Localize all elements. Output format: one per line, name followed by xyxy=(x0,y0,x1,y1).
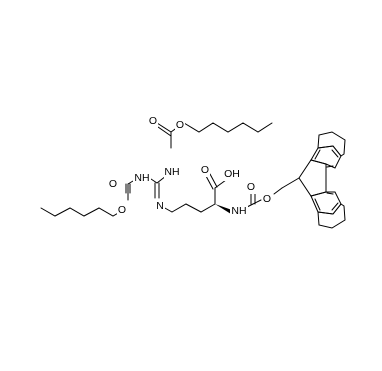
atom-label-hex-top-O: O xyxy=(176,119,184,131)
bond-carboxyl-O-1 xyxy=(205,175,214,190)
bond-fmoc-C-O xyxy=(252,199,262,205)
atom-label-fmoc-ester-O: O xyxy=(263,193,271,205)
fluorene-lower-ring xyxy=(310,191,342,215)
atom-label-fmoc-carbonyl-O: O xyxy=(247,181,255,193)
upper-ring-double-2 xyxy=(331,149,339,158)
atom-label-acid-O: O xyxy=(201,164,209,176)
bond-co-top-1 xyxy=(156,122,172,133)
bond-guan-NH-left xyxy=(150,178,158,184)
fluorene-five-ring xyxy=(298,159,327,197)
atom-label-guanidine-NH-top: NH xyxy=(164,166,179,178)
bond-co-top-2 xyxy=(157,126,172,137)
lower-ring-double-2 xyxy=(331,202,339,211)
atom-label-guanidine-NH-left: NH xyxy=(134,172,149,184)
lower-ring-double-1 xyxy=(314,198,321,211)
atom-label-hex-left-O: O xyxy=(118,204,126,216)
fluorene-upper-outer xyxy=(317,131,346,157)
wedge-alpha-NH xyxy=(215,204,232,214)
hexyl-chain-top xyxy=(183,122,273,133)
atom-labels: O O NH NH O O N OH O O O NH xyxy=(108,115,272,218)
bond-NH-left-carbonyl xyxy=(127,180,134,185)
bond-fmoc-O-CH2 xyxy=(273,187,283,195)
atom-label-acid-OH: OH xyxy=(224,168,240,180)
bond-CH2-C9 xyxy=(281,177,300,189)
atom-label-alpha-NH: NH xyxy=(231,205,246,217)
fluorene-lower-outer xyxy=(317,203,346,229)
bond-carboxyl-O-2 xyxy=(209,173,218,188)
lower-ring-double-3 xyxy=(326,192,334,195)
atom-label-imine-N: N xyxy=(156,200,164,212)
upper-ring-double-1 xyxy=(314,149,321,160)
bonds xyxy=(40,122,346,229)
upper-ring-double-3 xyxy=(326,165,334,168)
atom-label-carbonyl-left-O: O xyxy=(109,178,117,190)
side-chain xyxy=(171,203,216,213)
atom-label-carbonyl-top-O: O xyxy=(149,115,157,127)
hexyl-chain-left xyxy=(40,207,121,217)
